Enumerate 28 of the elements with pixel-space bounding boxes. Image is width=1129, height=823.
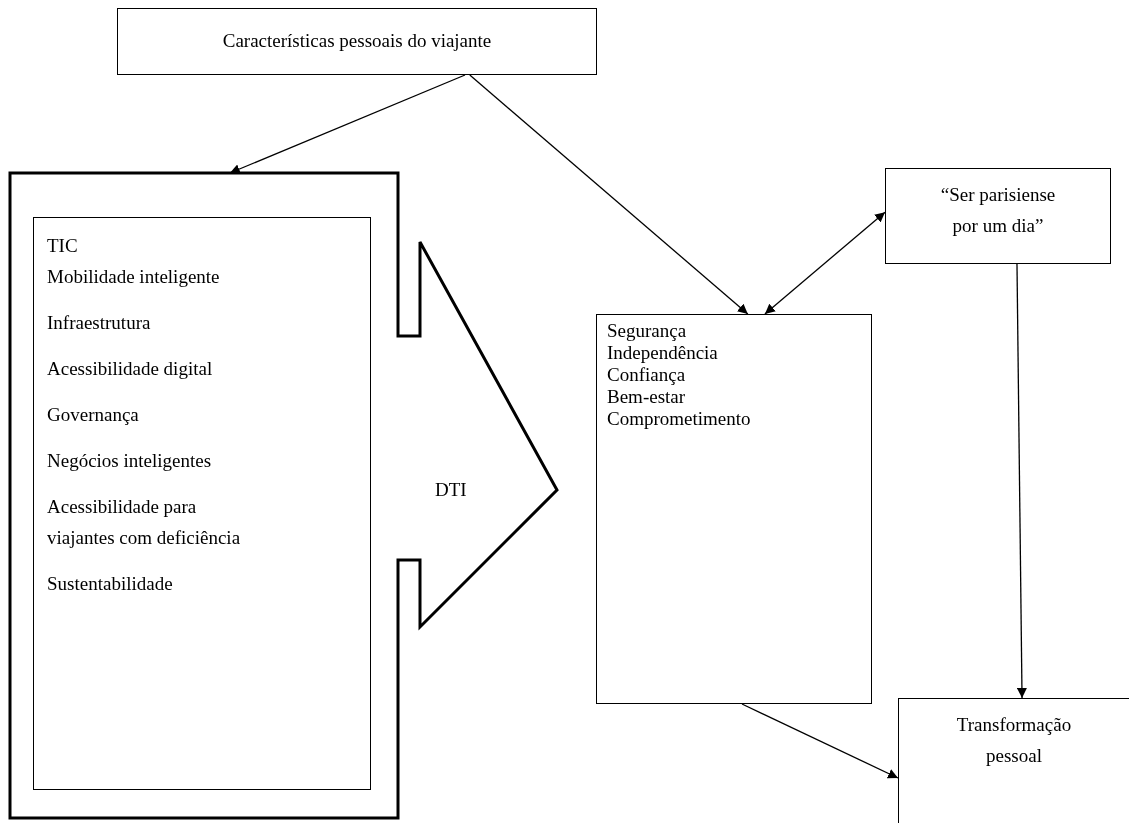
block-arrow-shape: [10, 173, 557, 818]
process-box: [885, 168, 1111, 264]
process-box: [596, 314, 872, 704]
node-text: Governança: [47, 403, 140, 427]
node-text: Bem-estar: [607, 386, 687, 408]
arrow: [741, 703, 899, 779]
node-text: Mobilidade inteligente: [47, 265, 221, 289]
node-text: DTI: [435, 478, 467, 502]
node-text: Infraestrutura: [47, 311, 152, 335]
arrow: [1016, 263, 1027, 699]
node-text: Transformação pessoal: [955, 713, 1073, 768]
node-text: TIC: [47, 234, 79, 258]
arrow: [229, 74, 466, 174]
process-box: [33, 217, 371, 790]
node-text: Características pessoais do viajante: [222, 29, 492, 54]
node-text: “Ser parisiense por um dia”: [939, 183, 1057, 238]
node-text: Acessibilidade para viajantes com deficiência: [47, 495, 242, 550]
node-text: Acessibilidade digital: [47, 357, 214, 381]
node-text: Sustentabilidade: [47, 572, 174, 596]
node-text: Comprometimento: [607, 408, 752, 430]
node-text: Independência: [607, 342, 719, 364]
process-box: [898, 698, 1129, 823]
process-box: [117, 8, 597, 75]
arrow: [469, 74, 749, 315]
node-text: Confiança: [607, 364, 687, 386]
node-text: Segurança: [607, 320, 688, 342]
arrow: [764, 211, 886, 315]
node-text: Negócios inteligentes: [47, 449, 213, 473]
